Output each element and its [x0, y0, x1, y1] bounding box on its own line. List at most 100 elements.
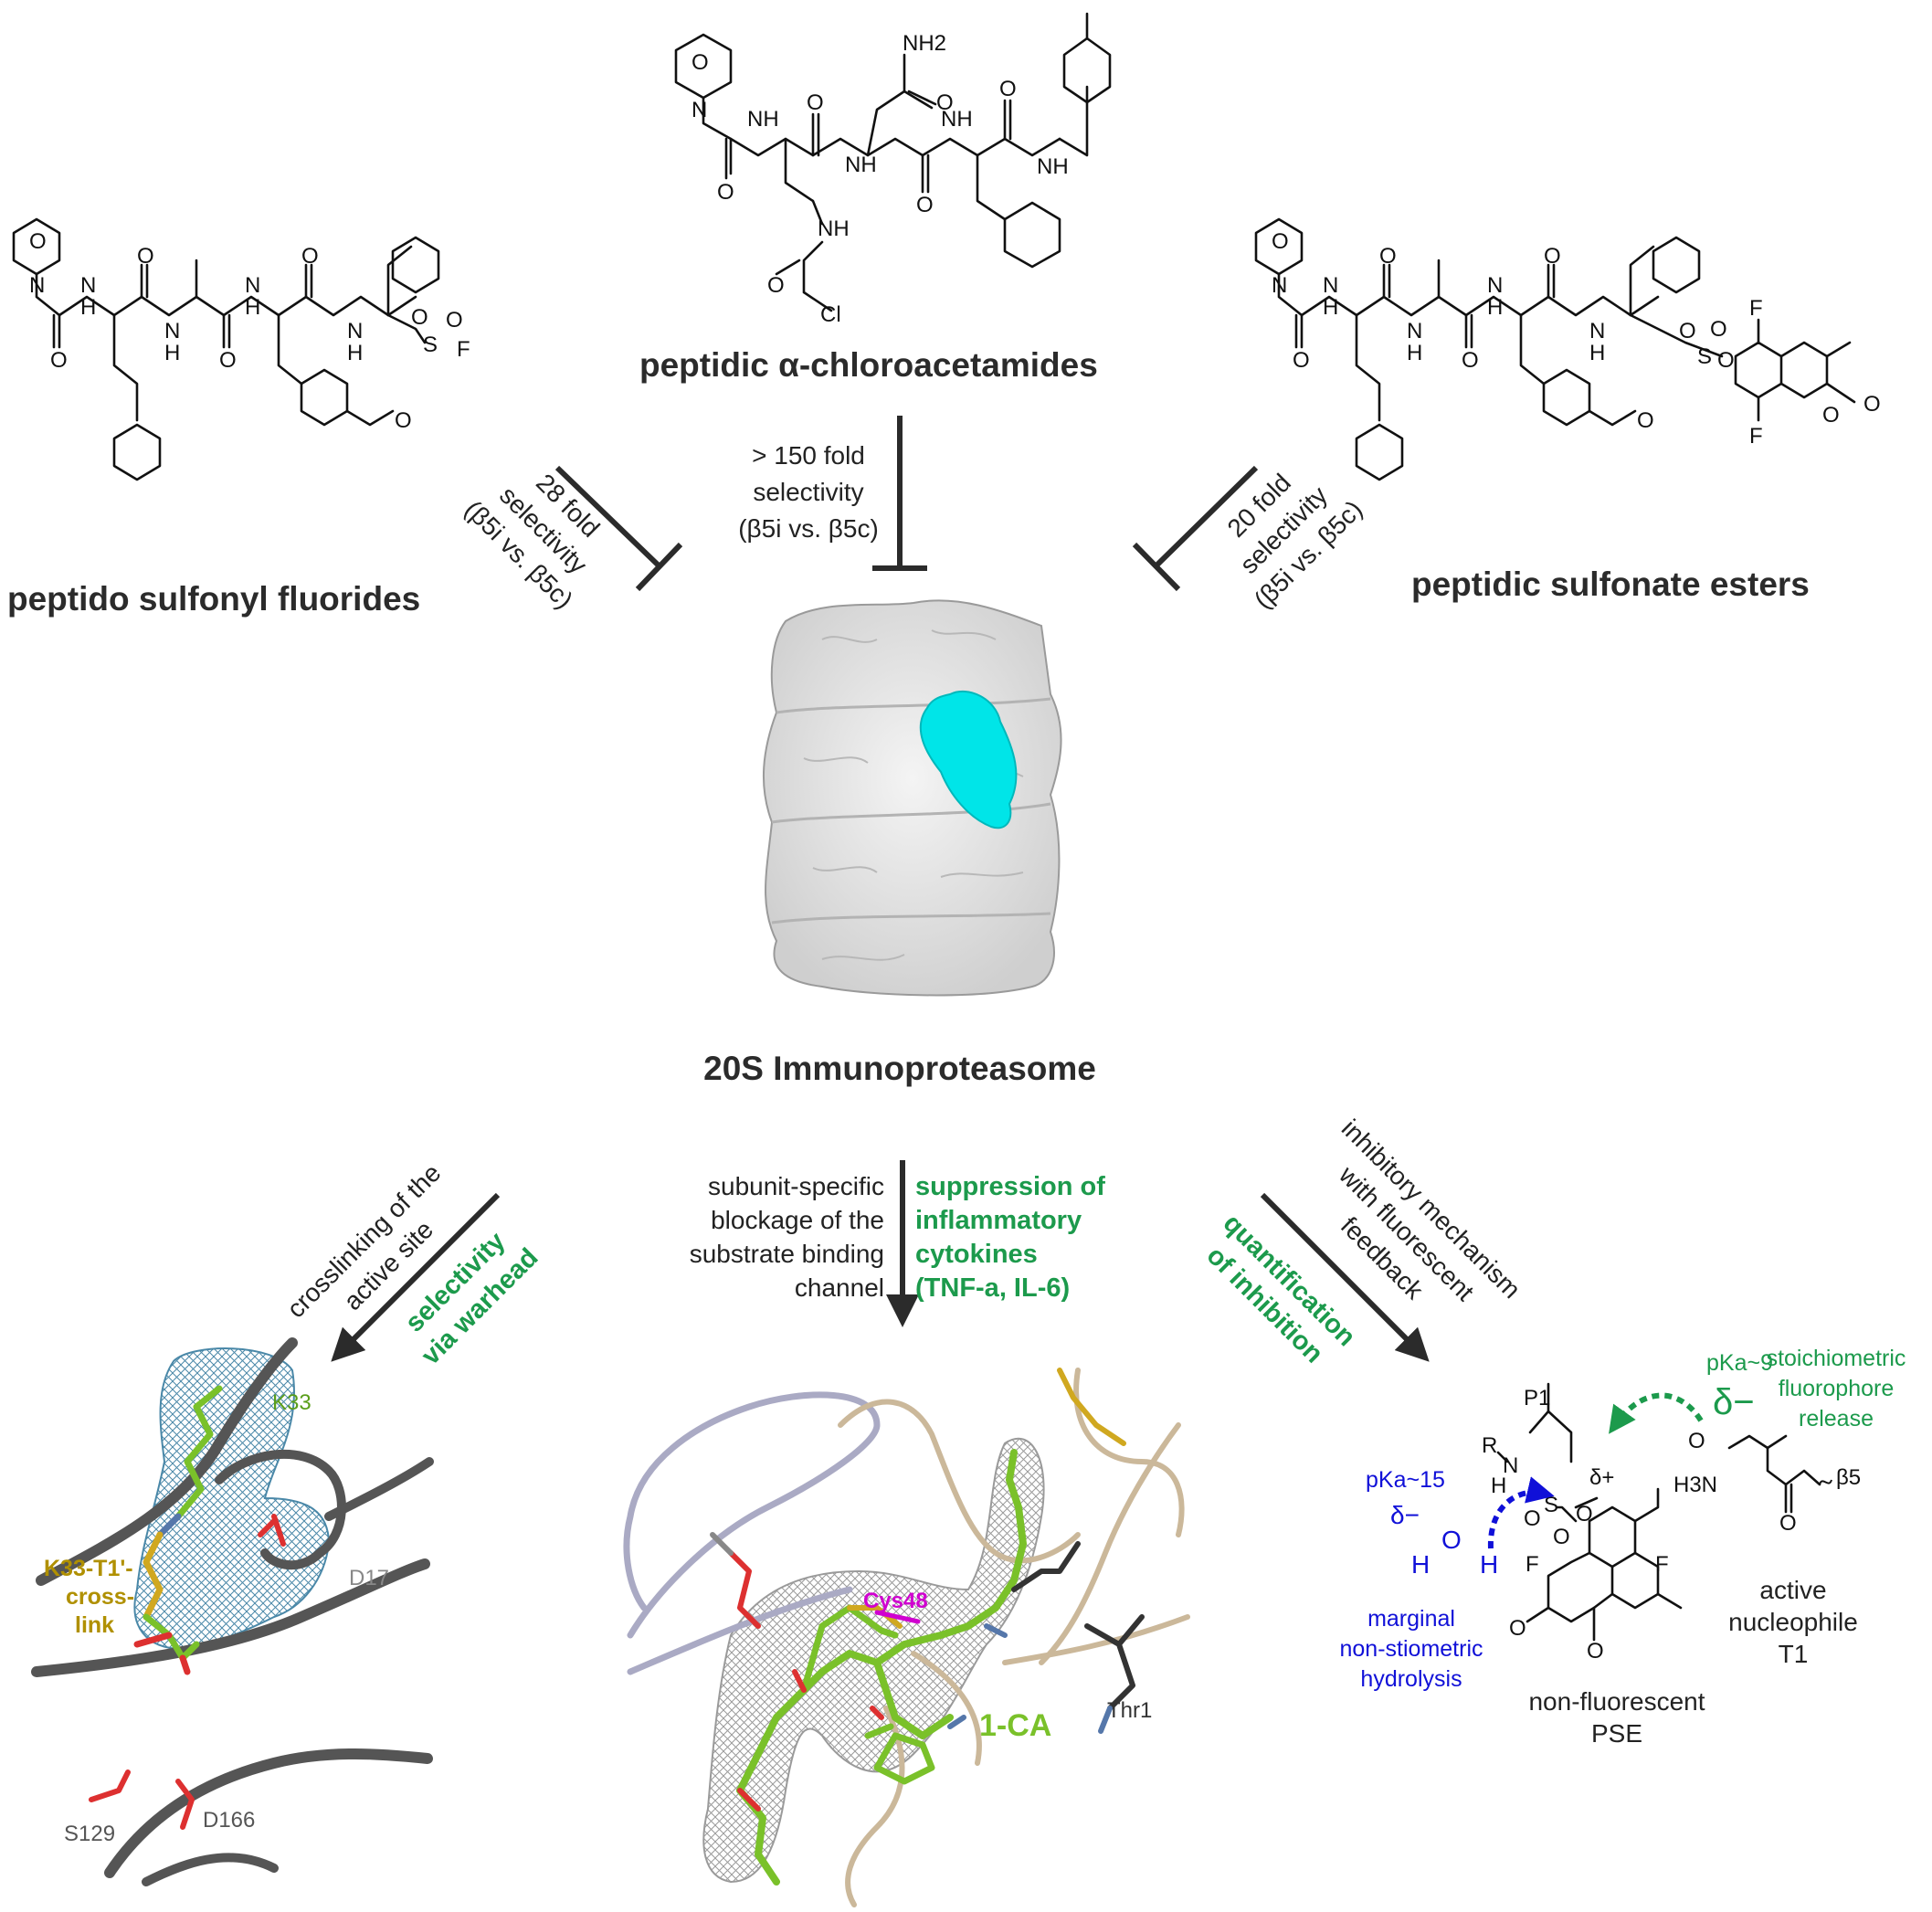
o-right-2: O [1379, 244, 1397, 269]
delta-minus-blue: δ− [1390, 1501, 1420, 1529]
n-left-1: N [80, 273, 96, 298]
crosslink-crystal-structure [31, 1337, 434, 1886]
morpholine-o-right: O [1272, 229, 1289, 254]
o-label-top-5: O [936, 90, 954, 115]
top-selectivity-1: > 150 fold [752, 441, 865, 470]
bc-desc-3: substrate binding [690, 1240, 884, 1268]
nh-label-5: NH [818, 217, 850, 241]
f-left: F [457, 337, 470, 362]
sulfonyl-fluoride-structure [12, 217, 440, 481]
bc-highlight-2: inflammatory [915, 1206, 1082, 1235]
left-bottom-arrow [331, 1192, 501, 1362]
n-right-3: N [1487, 273, 1503, 298]
n-right-2: N [1407, 319, 1422, 343]
residue-d17: D17 [349, 1566, 389, 1590]
right-bottom-arrow [1260, 1192, 1430, 1362]
hydrolysis-label-3: hydrolysis [1360, 1666, 1462, 1692]
bc-highlight-3: cytokines [915, 1240, 1038, 1269]
top-structure-title: peptidic α-chloroacetamides [639, 346, 1098, 384]
hydrolysis-label-1: marginal [1367, 1606, 1455, 1632]
h-left-3: H [245, 295, 260, 320]
h-right-3: H [1487, 295, 1503, 320]
water-o: O [1441, 1526, 1462, 1554]
o-label-top-4: O [999, 77, 1017, 101]
h-right-2: H [1407, 341, 1422, 365]
o-right-s2: O [1710, 317, 1727, 342]
o-left-1: O [50, 348, 68, 373]
top-selectivity-2: selectivity [753, 478, 863, 506]
chloroacetamide-structure [674, 12, 1112, 312]
nucleophile-label-1: active [1759, 1576, 1826, 1604]
ligand-1ca: 1-CA [979, 1708, 1051, 1743]
right-structure-title: peptidic sulfonate esters [1411, 565, 1810, 603]
delta-plus: δ+ [1589, 1465, 1614, 1490]
blue-attack-arrow [1487, 1476, 1555, 1549]
morpholine-o-left: O [29, 229, 47, 254]
h-left-1: H [80, 295, 96, 320]
o-right-5: O [1637, 408, 1654, 433]
residue-s129: S129 [64, 1822, 115, 1846]
o-right-7: O [1863, 392, 1881, 417]
left-structure-title: peptido sulfonyl fluorides [7, 580, 420, 618]
o-left-4: O [301, 244, 319, 269]
right-inhibition-symbol [1132, 465, 1259, 592]
o-right-s1: O [1679, 319, 1696, 343]
s-mech-label: S [1544, 1493, 1558, 1517]
release-label-3: release [1799, 1406, 1874, 1431]
h-left-2: H [164, 341, 180, 365]
proteasome-surface [762, 599, 1062, 997]
nh-label-2: NH [845, 153, 877, 177]
morpholine-n-top: N [692, 98, 707, 122]
nonfluor-label-2: PSE [1591, 1719, 1642, 1748]
h-left-4: H [347, 341, 363, 365]
morpholine-n-right: N [1272, 273, 1287, 298]
o-mech-1: O [1524, 1506, 1541, 1531]
bc-desc-1: subunit-specific [708, 1172, 884, 1200]
top-inhibition-symbol [872, 416, 927, 571]
nonfluor-label-1: non-fluorescent [1528, 1687, 1705, 1716]
left-inhibition-symbol [554, 465, 683, 592]
o-right-1: O [1293, 348, 1310, 373]
f-right-1: F [1749, 296, 1763, 321]
morpholine-n-left: N [29, 273, 45, 298]
right-selectivity-group: 20 fold selectivity (β5i vs. β5c) [1222, 469, 1368, 615]
water-h1: H [1411, 1550, 1430, 1579]
n-right-1: N [1323, 273, 1338, 298]
o-right-6: O [1822, 403, 1840, 428]
n-left-2: N [164, 319, 180, 343]
top-selectivity-3: (β5i vs. β5c) [738, 514, 879, 543]
n-right-4: N [1589, 319, 1605, 343]
sulfonate-ester-structure [1254, 217, 1856, 481]
hydrolysis-label-2: non-stiometric [1340, 1636, 1483, 1662]
o-label-top-2: O [807, 90, 824, 115]
f-mech-1: F [1526, 1552, 1539, 1577]
o-right-4: O [1544, 244, 1561, 269]
pka15-label: pKa~15 [1366, 1467, 1445, 1493]
bc-desc-2: blockage of the [711, 1206, 884, 1234]
crosslink-label-1: K33-T1'- [44, 1556, 133, 1581]
release-label-1: stoichiometric [1767, 1346, 1906, 1371]
r-label: R [1482, 1433, 1497, 1458]
morpholine-o-top: O [692, 50, 709, 75]
green-attack-arrow [1609, 1392, 1704, 1434]
o-right-3: O [1462, 348, 1479, 373]
h-right-1: H [1323, 295, 1338, 320]
o-label-top-1: O [717, 180, 734, 205]
residue-k33: K33 [272, 1390, 311, 1415]
n-mech-label: N [1503, 1453, 1518, 1478]
s-right: S [1697, 344, 1712, 369]
bc-highlight-4: (TNF-a, IL-6) [915, 1273, 1070, 1303]
residue-thr1: Thr1 [1107, 1698, 1152, 1723]
o-mech-6: O [1779, 1511, 1797, 1536]
crosslink-label-3: link [75, 1612, 114, 1638]
binding-channel-crystal-structure [623, 1368, 1190, 1907]
nh-label-1: NH [747, 107, 779, 132]
br-highlight-group: quantification of inhibition [1201, 1209, 1361, 1368]
crosslink-label-2: cross- [66, 1584, 134, 1610]
nucleophile-label-3: T1 [1779, 1640, 1809, 1668]
o-left-2: O [137, 244, 154, 269]
o-mech-4: O [1509, 1616, 1526, 1641]
h-right-4: H [1589, 341, 1605, 365]
n-left-3: N [245, 273, 260, 298]
